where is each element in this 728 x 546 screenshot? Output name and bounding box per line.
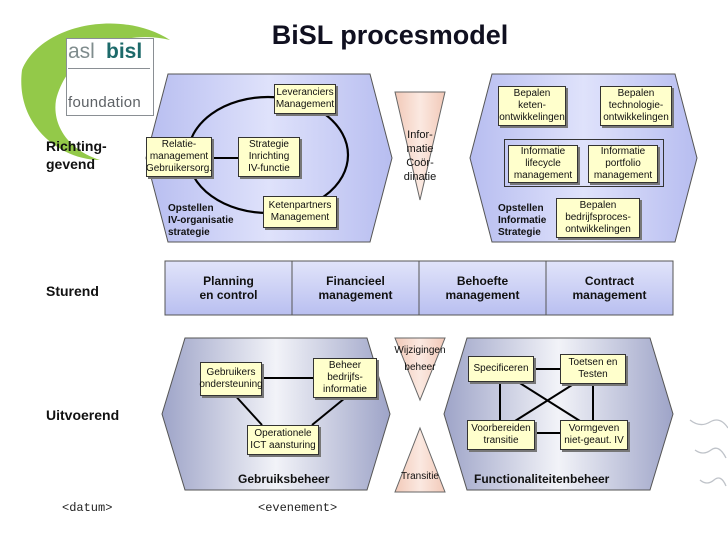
center-diamond	[394, 91, 446, 201]
opstellen-iv-organisatie-label: Opstellen IV-organisatie strategie	[168, 203, 234, 238]
gebruiksbeheer-title: Gebruiksbeheer	[238, 472, 330, 486]
financieel-management-segment: Financieel management	[318, 274, 393, 302]
bepalen-keten-box: Bepalen keten- ontwikkelingen	[498, 86, 566, 126]
bepalen-technologie-box: Bepalen technologie- ontwikkelingen	[600, 86, 672, 126]
logo-bisl-text: bisl	[106, 40, 143, 63]
logo-divider	[68, 68, 150, 69]
wijzigingen-beheer-label: Wijzigingen beheer	[394, 345, 446, 373]
decor-squiggle	[689, 419, 728, 487]
logo-foundation-text: foundation	[68, 94, 142, 111]
specificeren-box: Specificeren	[468, 356, 534, 382]
beheer-bedrijfsinformatie-box: Beheer bedrijfs- informatie	[313, 358, 377, 398]
logo-swoosh	[21, 23, 171, 161]
contract-management-segment: Contract management	[572, 274, 647, 302]
center-wedge-upper	[394, 337, 446, 402]
logo	[66, 38, 154, 116]
relatie-management-box: Relatie- management Gebruikersorg.	[146, 137, 212, 177]
footer-evenement: <evenement>	[258, 501, 338, 515]
bepalen-bedrijfsproces-box: Bepalen bedrijfsproces- ontwikkelingen	[556, 198, 640, 238]
toetsen-en-testen-box: Toetsen en Testen	[560, 354, 626, 384]
strategie-inrichting-box: Strategie Inrichting IV-functie	[238, 137, 300, 177]
transitie-label: Transitie	[401, 471, 439, 482]
behoefte-management-segment: Behoefte management	[445, 274, 520, 302]
logo-asl-text: asl	[68, 40, 95, 63]
footer-datum: <datum>	[62, 501, 113, 515]
operationele-ict-box: Operationele ICT aansturing	[247, 425, 319, 455]
informatie-coordinatie-label: Infor- matie Coör- dinatie	[403, 129, 437, 183]
planning-en-control-segment: Planning en control	[199, 274, 258, 302]
leveranciers-management-box: Leveranciers Management	[274, 84, 336, 114]
informatie-portfolio-box: Informatie portfolio management	[588, 145, 658, 183]
row-label-uitvoerend: Uitvoerend	[46, 407, 120, 423]
opstellen-informatie-strategie-label: Opstellen Informatie Strategie	[498, 203, 547, 238]
row-label-sturend: Sturend	[46, 283, 99, 299]
ketenpartners-management-box: Ketenpartners Management	[263, 196, 337, 228]
voorbereiden-transitie-box: Voorbereiden transitie	[467, 420, 535, 450]
vormgeven-box: Vormgeven niet-geaut. IV	[560, 420, 628, 450]
informatie-lifecycle-box: Informatie lifecycle management	[508, 145, 578, 183]
row-label-richtinggevend: Richting- gevend	[46, 138, 107, 172]
page-title: BiSL procesmodel	[271, 20, 509, 50]
center-wedge-lower	[394, 426, 446, 493]
informatie-management-frame	[504, 139, 664, 187]
gebruikers-ondersteuning-box: Gebruikers ondersteuning	[199, 362, 263, 396]
functionaliteitenbeheer-title: Functionaliteitenbeheer	[474, 472, 610, 486]
